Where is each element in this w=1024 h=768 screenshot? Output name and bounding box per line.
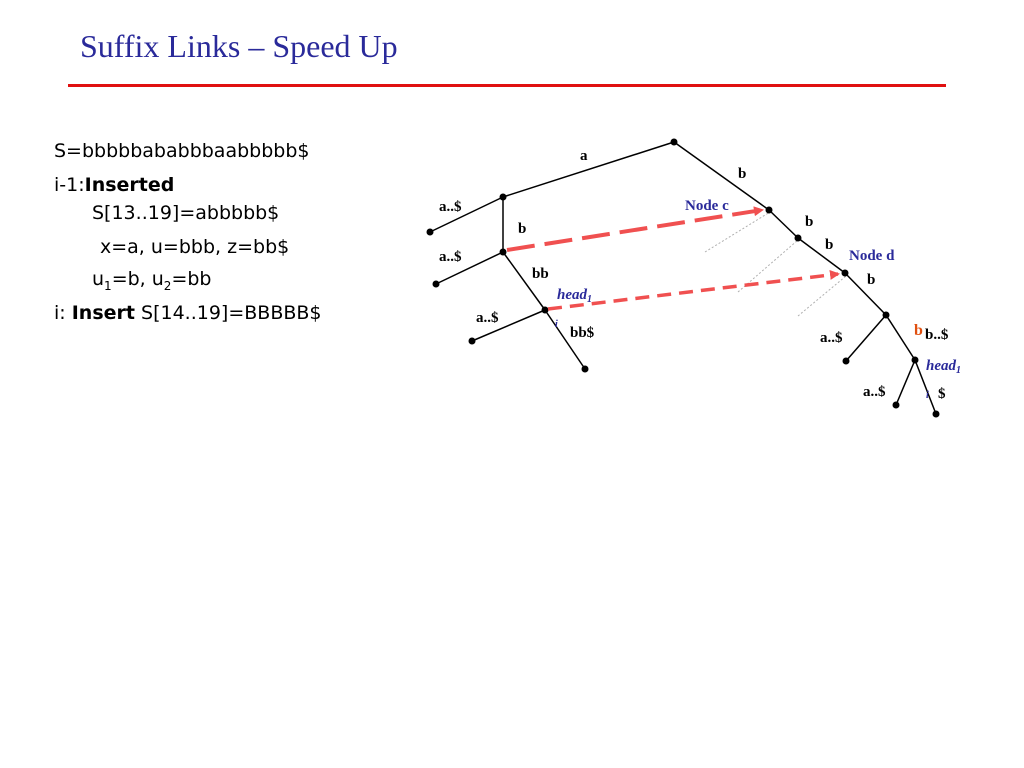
edge: [914, 359, 937, 415]
suffix-link-arrow: [547, 269, 840, 311]
u1-sub: 1: [104, 278, 112, 293]
edge: [797, 237, 846, 274]
edge-label-a-dollar: a..$: [820, 330, 843, 346]
tree-node: [499, 248, 507, 256]
edge-label-bb: bb: [532, 266, 549, 282]
xuz-line: x=a, u=bbb, z=bb$: [100, 238, 289, 257]
tree-node: [911, 356, 919, 364]
edge-label-a-dollar: a..$: [476, 310, 499, 326]
slide-title: Suffix Links – Speed Up: [80, 28, 398, 64]
edge-label-a: a: [580, 148, 588, 164]
u2-letter: u: [151, 268, 164, 290]
tree-node: [426, 228, 434, 236]
dotted-guide: [797, 275, 847, 317]
tree-nodes: [426, 138, 940, 418]
edge: [502, 141, 675, 198]
xuz: x=a, u=bbb, z=bb$: [100, 236, 290, 258]
head-label-right: head1: [926, 358, 961, 376]
edge-label-b-highlight: b: [914, 322, 923, 339]
tree-node: [932, 410, 940, 418]
edge-label-a-dollar: a..$: [439, 249, 462, 265]
u2-val: =bb: [171, 268, 212, 290]
edge-label-b: b: [518, 221, 526, 237]
edge-label-dollar: $: [938, 386, 946, 402]
edge-label-b: b: [825, 237, 833, 253]
edge: [768, 209, 799, 239]
head-label-left-tail: i: [555, 319, 558, 330]
cur-range: S[14..19]=BBBBB$: [134, 302, 322, 324]
u-line: u1=b, u2=bb: [92, 270, 211, 292]
edge: [885, 314, 916, 361]
node-c-label: Node c: [685, 198, 729, 214]
edge: [845, 314, 887, 362]
edge: [673, 141, 770, 211]
edge: [895, 359, 916, 406]
suffix-link-arrow: [506, 206, 764, 252]
tree-node: [841, 269, 849, 277]
head-label-left: head1: [557, 287, 592, 305]
prev-bold: Inserted: [84, 174, 175, 196]
cur-bold: Insert: [71, 302, 135, 324]
prev-range: S[13..19]=abbbbb$: [92, 202, 280, 224]
dotted-guides: [704, 211, 847, 317]
tree-edges: [429, 141, 937, 415]
title-underline: [68, 84, 946, 87]
edge: [429, 196, 504, 233]
tree-node: [882, 311, 890, 319]
s-string: S=bbbbbababbbaabbbbb$: [54, 140, 310, 162]
tree-node: [468, 337, 476, 345]
u1-letter: u: [92, 268, 105, 290]
tree-node: [499, 193, 507, 201]
edge-label-bb-dollar: bb$: [570, 325, 595, 341]
tree-node: [670, 138, 678, 146]
u1-val: =b,: [111, 268, 152, 290]
tree-node: [794, 234, 802, 242]
cur-prefix: i:: [54, 302, 72, 324]
node-d-label: Node d: [849, 248, 895, 264]
edge: [502, 251, 546, 311]
prev-prefix: i-1:: [54, 174, 85, 196]
edge: [435, 251, 504, 285]
edge: [471, 309, 546, 342]
tree-node: [541, 306, 549, 314]
edge: [844, 272, 887, 316]
head-label-right-tail: i: [926, 390, 929, 401]
tree-node: [842, 357, 850, 365]
edge: [544, 309, 586, 370]
dotted-guide: [704, 211, 771, 253]
string-line: S=bbbbbababbbaabbbbb$: [54, 142, 310, 161]
previous-range-line: S[13..19]=abbbbb$: [92, 204, 279, 223]
edge-label-b-dots-dollar: b..$: [925, 327, 949, 343]
edge-label-b: b: [867, 272, 875, 288]
edge-label-a-dollar: a..$: [439, 199, 462, 215]
tree-node: [892, 401, 900, 409]
edge-label-b: b: [805, 214, 813, 230]
tree-node: [432, 280, 440, 288]
tree-node: [765, 206, 773, 214]
edge-label-a-dollar: a..$: [863, 384, 886, 400]
u2-sub: 2: [163, 278, 172, 293]
current-step-line: i: Insert S[14..19]=BBBBB$: [54, 304, 322, 323]
previous-step-line: i-1:Inserted: [54, 176, 174, 195]
edge-label-b: b: [738, 166, 746, 182]
tree-node: [581, 365, 589, 373]
